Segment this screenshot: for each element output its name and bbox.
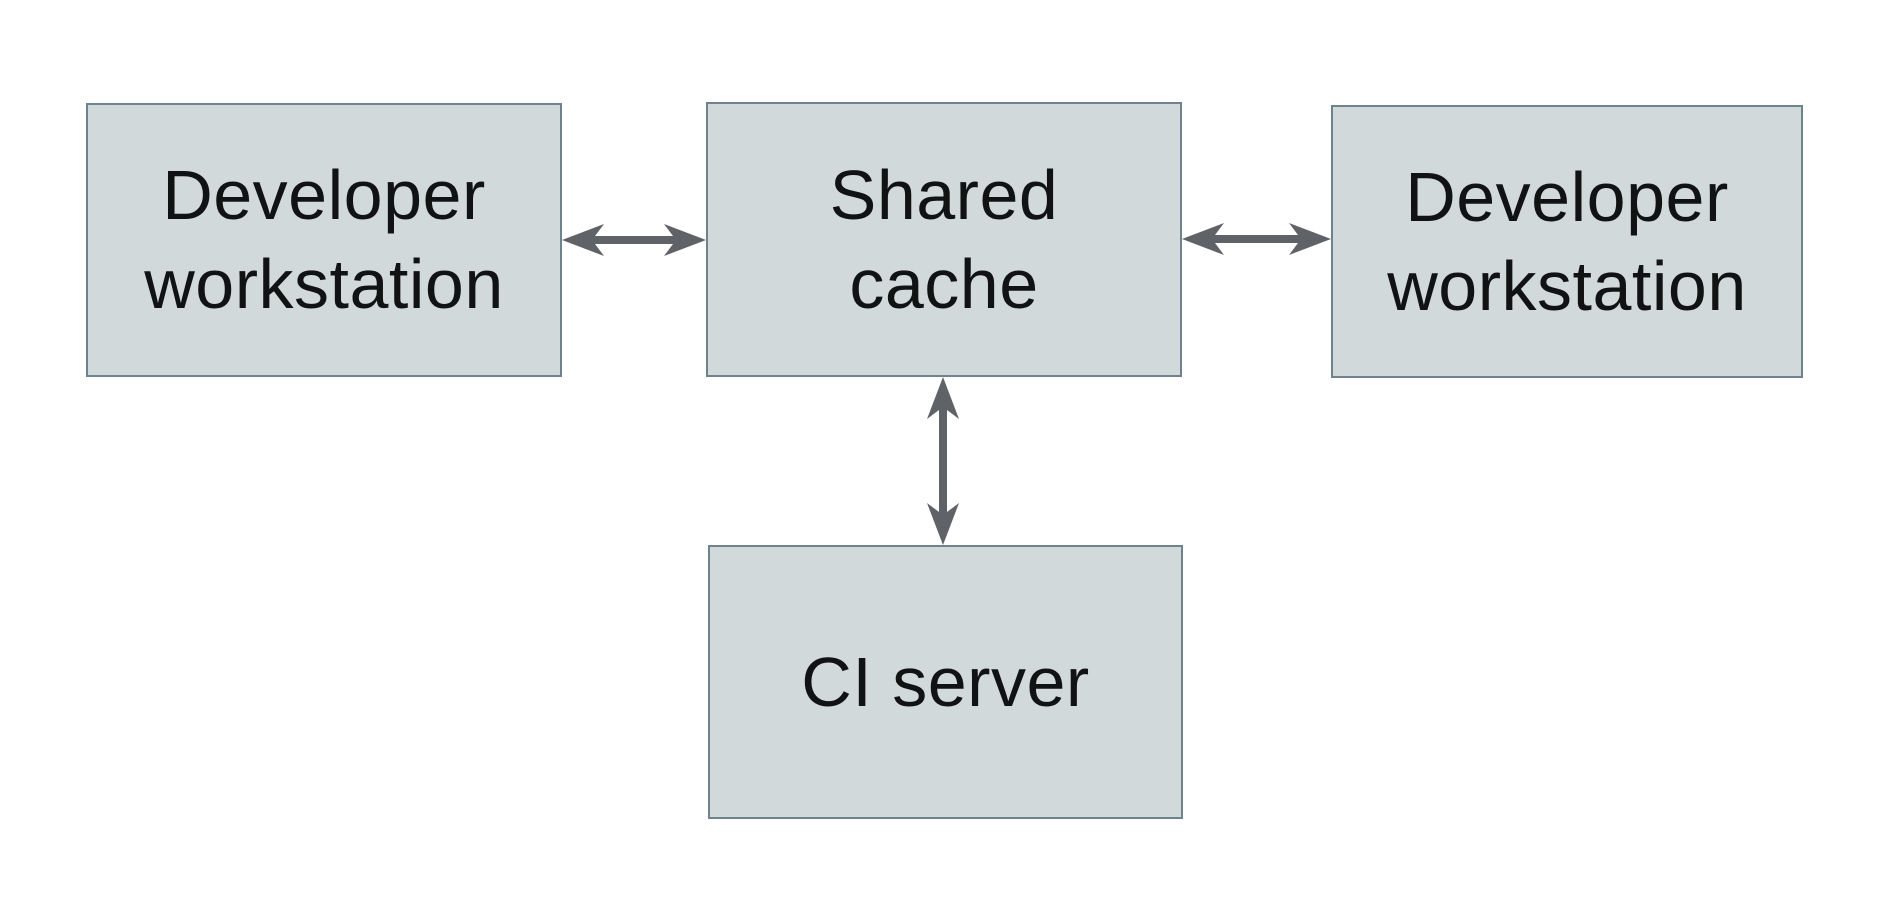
node-developer-workstation-right: Developer workstation (1331, 105, 1803, 378)
bidirectional-arrow-cache-ci-server (927, 377, 959, 545)
node-ci-server: CI server (708, 545, 1183, 819)
arrowhead-left (1182, 223, 1224, 255)
arrowhead-left (562, 224, 604, 256)
arrowhead-right (664, 224, 706, 256)
node-label-developer-workstation-left: Developer workstation (144, 156, 504, 323)
node-label-shared-cache: Shared cache (829, 155, 1059, 323)
bidirectional-arrow-cache-right-workstation (1182, 223, 1331, 255)
bidirectional-arrow-left-workstation-cache (562, 224, 706, 256)
arrowhead-right (1289, 223, 1331, 255)
node-label-developer-workstation-right: Developer workstation (1387, 157, 1747, 325)
node-developer-workstation-left: Developer workstation (86, 103, 562, 377)
arrowhead-up (927, 377, 959, 419)
node-label-ci-server: CI server (801, 642, 1090, 721)
node-shared-cache: Shared cache (706, 102, 1182, 377)
arrowhead-down (927, 503, 959, 545)
